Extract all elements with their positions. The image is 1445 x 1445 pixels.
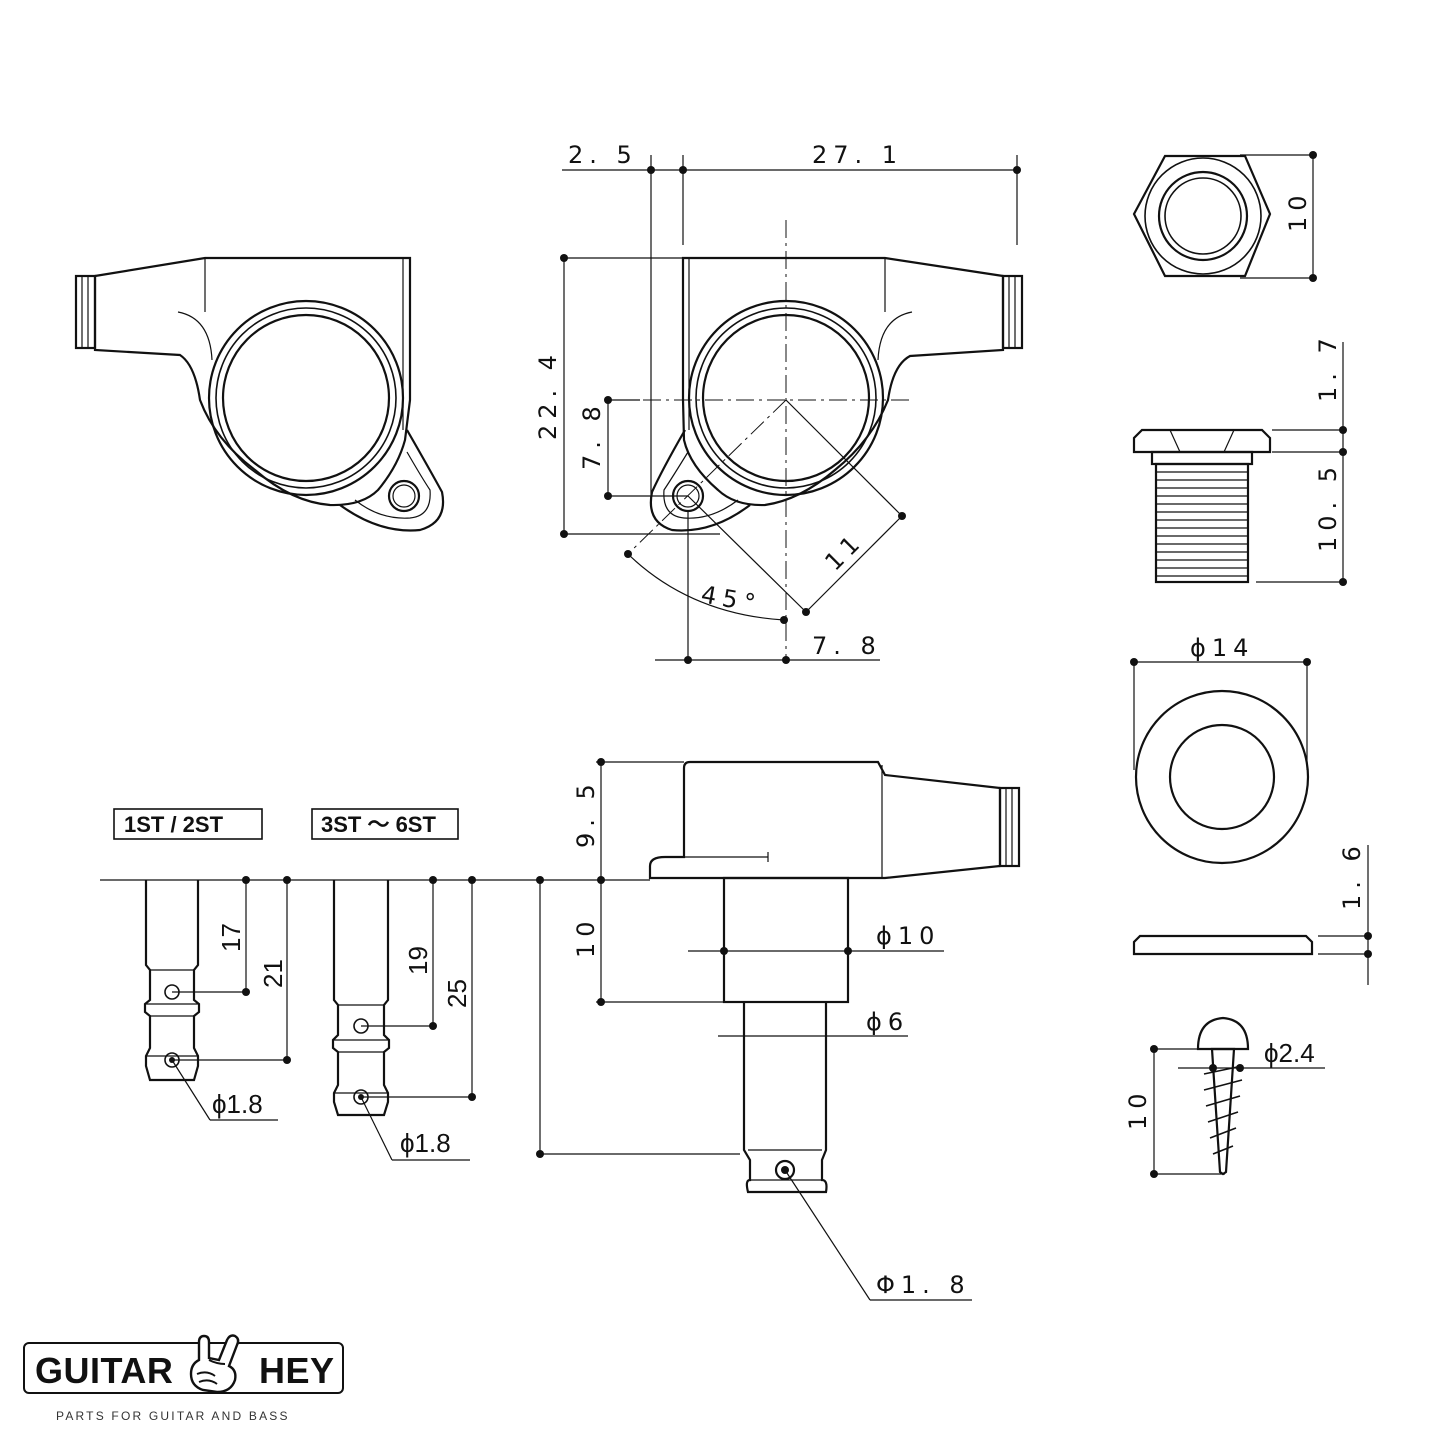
tuner-front-view-left — [74, 256, 445, 532]
dim-2-5: 2. 5 — [568, 141, 638, 169]
dim-10-screw: 10 — [1124, 1087, 1152, 1130]
screw-thread — [1203, 1065, 1243, 1155]
rock-hand-icon — [189, 1334, 240, 1394]
dim-1-6: 1. 6 — [1338, 840, 1366, 910]
dim-25: 25 — [442, 979, 472, 1008]
dim-phi-6: ϕ6 — [866, 1008, 909, 1036]
dim-phi-1-8-3rd: ϕ1.8 — [400, 1128, 451, 1158]
string-post-3rd-6th: 3ST ～ 6ST 19 25 ϕ1.8 — [311, 808, 476, 1161]
dim-27-1: 27. 1 — [812, 141, 903, 169]
brand-name-right: HEY — [259, 1350, 335, 1391]
dim-1-7: 1. 7 — [1314, 332, 1342, 402]
brand-logo: GUITAR HEY — [23, 1334, 344, 1394]
dim-11: 11 — [819, 526, 869, 576]
dim-9-5: 9. 5 — [572, 778, 600, 848]
label-3rd-6th: 3ST ～ 6ST — [321, 812, 436, 837]
dim-phi-1-8-1st: ϕ1.8 — [212, 1089, 263, 1119]
dim-7-8-vertical: 7. 8 — [578, 400, 606, 470]
side-view-dimension-lines — [100, 758, 972, 1301]
dim-7-8-horizontal: 7. 8 — [812, 632, 882, 660]
brand-name-left: GUITAR — [35, 1350, 174, 1391]
dim-19: 19 — [403, 946, 433, 975]
button-knob-left — [74, 274, 97, 350]
tuner-side-view — [648, 760, 1021, 1194]
washer-top-view: ϕ14 — [1130, 634, 1311, 865]
string-post-1st-2nd: 1ST / 2ST 17 21 ϕ1.8 — [113, 808, 291, 1121]
label-1st-2nd: 1ST / 2ST — [124, 812, 224, 837]
dim-10-5: 10. 5 — [1314, 461, 1342, 552]
dim-phi-1-8-main: Φ1. 8 — [876, 1271, 971, 1299]
side-view-dimension-texts: 9. 5 10 ϕ10 ϕ6 Φ1. 8 — [572, 778, 971, 1299]
dim-21: 21 — [258, 959, 288, 988]
dim-10-side: 10 — [572, 915, 600, 958]
main-dimension-texts: 2. 5 27. 1 22. 4 7. 8 11 45° 7. 8 — [534, 141, 903, 660]
hex-nut-top-view: 10 — [1132, 151, 1317, 282]
brand-tagline: PARTS FOR GUITAR AND BASS — [56, 1409, 290, 1423]
washer-side-view: 1. 6 — [1132, 840, 1372, 985]
tuner-front-view-main — [612, 220, 1024, 660]
dim-22-4: 22. 4 — [534, 349, 562, 440]
bushing-side-view: 1. 7 10. 5 — [1132, 332, 1347, 586]
dim-phi-10: ϕ10 — [876, 922, 940, 950]
bushing-thread — [1156, 471, 1248, 577]
dim-17: 17 — [216, 923, 246, 952]
wood-screw: ϕ2.4 10 — [1124, 1016, 1325, 1178]
dim-phi-2-4: ϕ2.4 — [1264, 1038, 1315, 1068]
main-dimension-lines — [560, 155, 1021, 664]
dim-phi-14: ϕ14 — [1190, 634, 1254, 662]
dim-45-degree: 45° — [699, 580, 763, 618]
dim-10-hexnut: 10 — [1284, 189, 1312, 232]
